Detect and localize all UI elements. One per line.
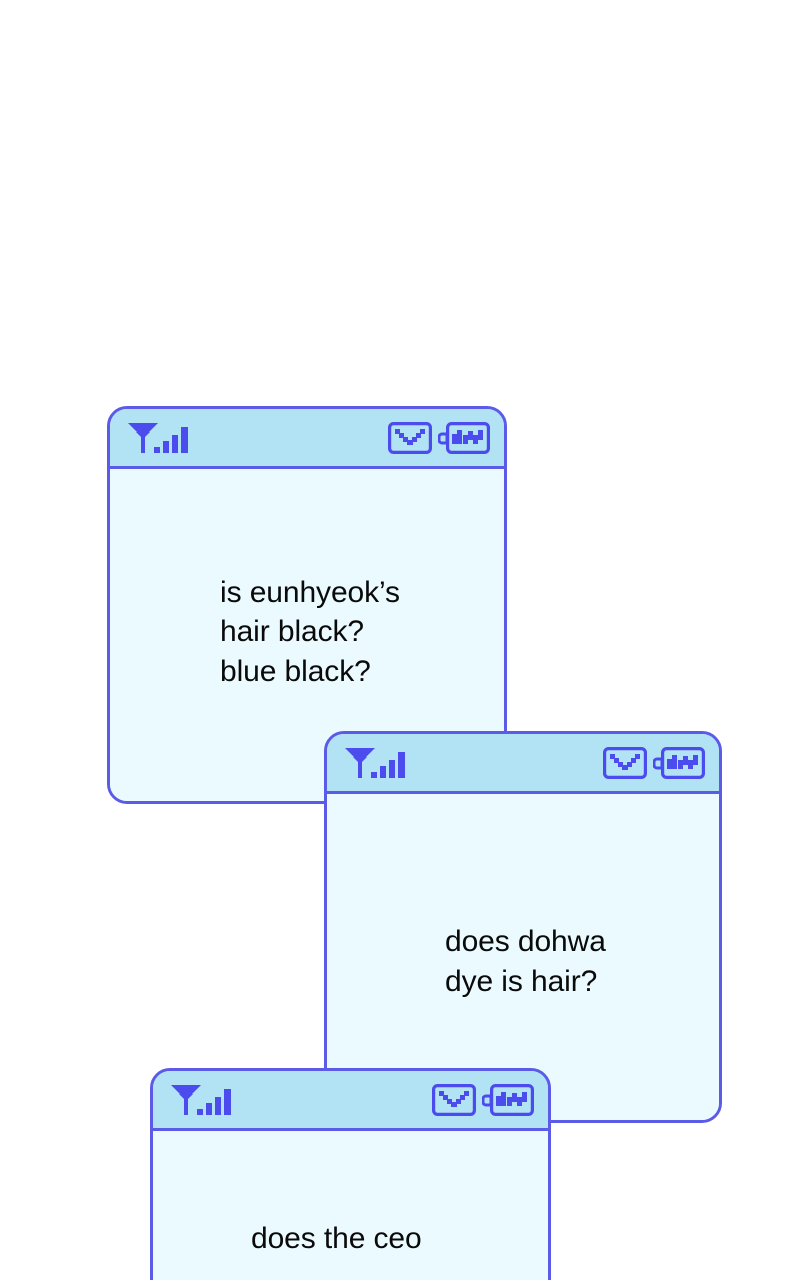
- message-text: is eunhyeok’s hair black? blue black?: [220, 575, 400, 688]
- envelope-icon: [432, 1083, 476, 1116]
- status-bar: [153, 1071, 548, 1131]
- battery-icon: [653, 746, 705, 779]
- status-bar-left: [126, 421, 196, 455]
- status-bar-right: [603, 746, 705, 779]
- battery-icon: [482, 1083, 534, 1116]
- status-bar: [110, 409, 504, 469]
- envelope-icon: [603, 746, 647, 779]
- status-bar-right: [388, 421, 490, 454]
- phone-window-3[interactable]: does the ceo: [150, 1068, 551, 1280]
- battery-icon: [438, 421, 490, 454]
- status-bar-left: [169, 1083, 239, 1117]
- message-screen: does the ceo: [153, 1131, 548, 1280]
- status-bar: [327, 734, 719, 794]
- status-bar-right: [432, 1083, 534, 1116]
- message-text: does the ceo: [251, 1222, 422, 1255]
- phone-window-2[interactable]: does dohwa dye is hair?: [324, 731, 722, 1123]
- envelope-icon: [388, 421, 432, 454]
- signal-bars-icon: [171, 1084, 231, 1115]
- message-screen: does dohwa dye is hair?: [327, 794, 719, 1120]
- signal-bars-icon: [345, 747, 405, 778]
- signal-bars-icon: [128, 422, 188, 453]
- message-text: does dohwa dye is hair?: [445, 925, 606, 998]
- status-bar-left: [343, 746, 413, 780]
